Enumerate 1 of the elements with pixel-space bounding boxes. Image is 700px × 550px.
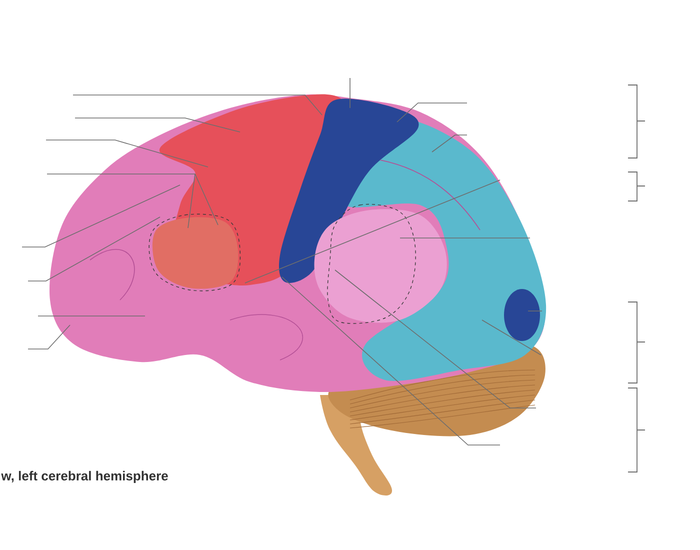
caption: w, left cerebral hemisphere <box>1 470 168 484</box>
